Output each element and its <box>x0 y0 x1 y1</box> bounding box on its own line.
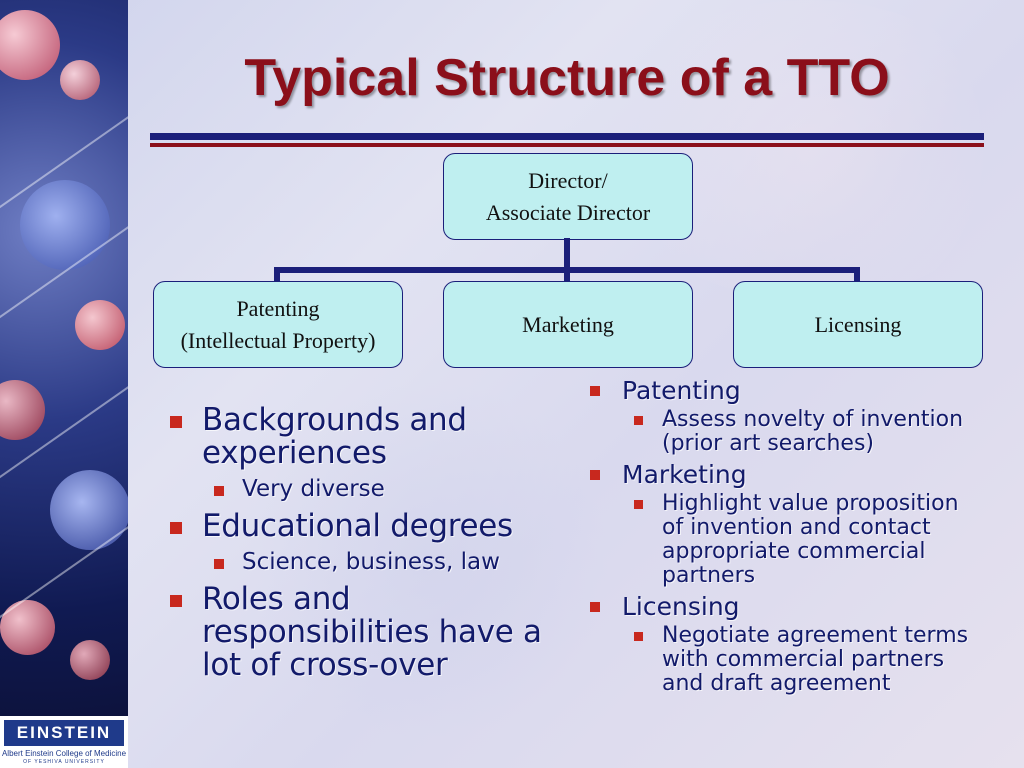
bullet-square-icon <box>634 500 643 509</box>
logo-name: EINSTEIN <box>16 723 112 742</box>
list-item-text: Roles and responsibilities have a lot of… <box>202 581 542 683</box>
left-bullet-list: Backgrounds and experiences Very diverse… <box>164 404 564 688</box>
connector-vertical-top <box>564 238 570 268</box>
logo-wordmark: EINSTEIN <box>4 720 124 746</box>
background-blob <box>250 380 610 740</box>
sidebar-orb <box>20 180 110 270</box>
list-subitem: Very diverse <box>208 476 564 502</box>
logo-university-name: OF YESHIVA UNIVERSITY <box>23 759 105 765</box>
title-rule-blue <box>150 133 984 140</box>
bullet-square-icon <box>590 602 600 612</box>
bullet-square-icon <box>170 595 182 607</box>
list-subitem: Science, business, law <box>208 549 564 575</box>
sidebar-orb <box>75 300 125 350</box>
bullet-square-icon <box>590 386 600 396</box>
list-subitem-text: Highlight value proposition of invention… <box>662 491 959 588</box>
sidebar-orb <box>0 10 60 80</box>
sidebar-orb <box>70 640 110 680</box>
connector-drop-marketing <box>564 267 570 282</box>
list-item: Patenting <box>586 378 986 404</box>
right-bullet-list: Patenting Assess novelty of invention (p… <box>586 378 986 702</box>
title-rule-red <box>150 143 984 147</box>
list-subitem-text: Very diverse <box>242 476 385 502</box>
slide-title: Typical Structure of a TTO <box>244 49 890 107</box>
list-subitem: Negotiate agreement terms with commercia… <box>630 624 986 696</box>
connector-drop-patenting <box>274 267 280 282</box>
org-box-licensing: Licensing <box>733 281 983 368</box>
bullet-square-icon <box>634 632 643 641</box>
list-item-text: Patenting <box>622 376 741 405</box>
org-box-marketing: Marketing <box>443 281 693 368</box>
bullet-square-icon <box>170 416 182 428</box>
connector-drop-licensing <box>854 267 860 282</box>
list-item: Marketing <box>586 462 986 488</box>
sidebar-orb <box>0 600 55 655</box>
list-subitem-text: Assess novelty of invention (prior art s… <box>662 407 964 456</box>
bullet-square-icon <box>590 470 600 480</box>
list-item-text: Educational degrees <box>202 508 513 544</box>
list-item-text: Backgrounds and experiences <box>202 402 467 471</box>
list-subitem-text: Negotiate agreement terms with commercia… <box>662 623 969 696</box>
list-item: Licensing <box>586 594 986 620</box>
list-subitem: Assess novelty of invention (prior art s… <box>630 408 986 456</box>
logo-college-name: Albert Einstein College of Medicine <box>1 749 127 758</box>
list-subitem: Highlight value proposition of invention… <box>630 492 986 588</box>
list-item-text: Licensing <box>622 592 740 621</box>
einstein-logo: EINSTEIN Albert Einstein College of Medi… <box>0 716 128 768</box>
list-item: Educational degrees <box>164 510 564 543</box>
bullet-square-icon <box>634 416 643 425</box>
sidebar-decorative-image <box>0 0 128 768</box>
list-item: Backgrounds and experiences <box>164 404 564 470</box>
list-item: Roles and responsibilities have a lot of… <box>164 583 564 682</box>
sidebar-orb <box>0 380 45 440</box>
list-item-text: Marketing <box>622 460 747 489</box>
bullet-square-icon <box>170 522 182 534</box>
background-blob <box>600 0 1020 300</box>
bullet-square-icon <box>214 559 224 569</box>
org-box-director: Director/ Associate Director <box>443 153 693 240</box>
sidebar-orb <box>60 60 100 100</box>
bullet-square-icon <box>214 486 224 496</box>
org-box-patenting: Patenting (Intellectual Property) <box>153 281 403 368</box>
sidebar-orb <box>50 470 128 550</box>
list-subitem-text: Science, business, law <box>242 549 500 575</box>
